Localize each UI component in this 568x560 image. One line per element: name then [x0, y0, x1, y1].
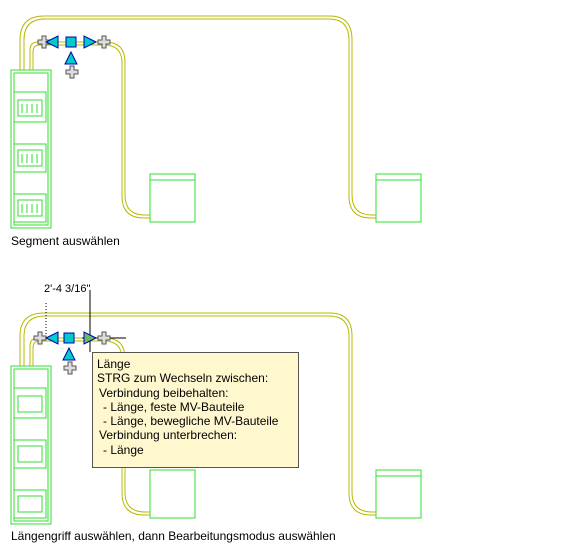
segment-grips[interactable] [37, 35, 111, 79]
endpoint-grip-right[interactable] [97, 35, 111, 49]
endpoint-grip-right[interactable] [97, 331, 111, 345]
equipment-box-2[interactable] [375, 173, 422, 223]
length-grip-left[interactable] [44, 331, 59, 345]
panel-board[interactable] [10, 365, 52, 525]
bottom-caption: Längengriff auswählen, dann Bearbeitungs… [11, 529, 336, 543]
equipment-box-1[interactable] [149, 173, 196, 223]
top-caption: Segment auswählen [11, 234, 120, 248]
length-grip-tooltip: Länge STRG zum Wechseln zwischen: Verbin… [92, 352, 299, 468]
tooltip-option-length: - Länge [103, 442, 144, 457]
tooltip-hint: STRG zum Wechseln zwischen: [97, 371, 269, 386]
top-panel-drawing [10, 15, 422, 229]
tooltip-title: Länge [97, 357, 131, 371]
bottom-panel-drawing [10, 290, 422, 525]
equipment-box-2[interactable] [375, 469, 422, 519]
endpoint-grip-bottom[interactable] [63, 361, 77, 375]
tooltip-option-fixed: - Länge, feste MV-Bauteile [103, 399, 245, 414]
length-grip-right-active[interactable] [83, 331, 98, 345]
center-grip[interactable] [65, 36, 77, 48]
panel-board[interactable] [10, 69, 52, 229]
tooltip-group-keep: Verbindung beibehalten: [99, 385, 229, 400]
conduit-run[interactable] [19, 15, 376, 219]
length-grip-right[interactable] [83, 35, 98, 49]
segment-grips[interactable] [33, 331, 111, 375]
endpoint-grip-bottom[interactable] [65, 65, 79, 79]
conduit-run[interactable] [19, 312, 376, 516]
branch-grip[interactable] [62, 346, 76, 361]
length-grip-left[interactable] [44, 35, 59, 49]
dimension-value-label: 2'-4 3/16" [44, 283, 91, 295]
tooltip-group-break: Verbindung unterbrechen: [99, 428, 238, 443]
endpoint-grip-left[interactable] [33, 331, 47, 345]
center-grip[interactable] [63, 332, 75, 344]
tooltip-option-movable: - Länge, bewegliche MV-Bauteile [103, 414, 279, 429]
branch-grip[interactable] [64, 50, 78, 65]
equipment-box-1[interactable] [149, 469, 196, 519]
